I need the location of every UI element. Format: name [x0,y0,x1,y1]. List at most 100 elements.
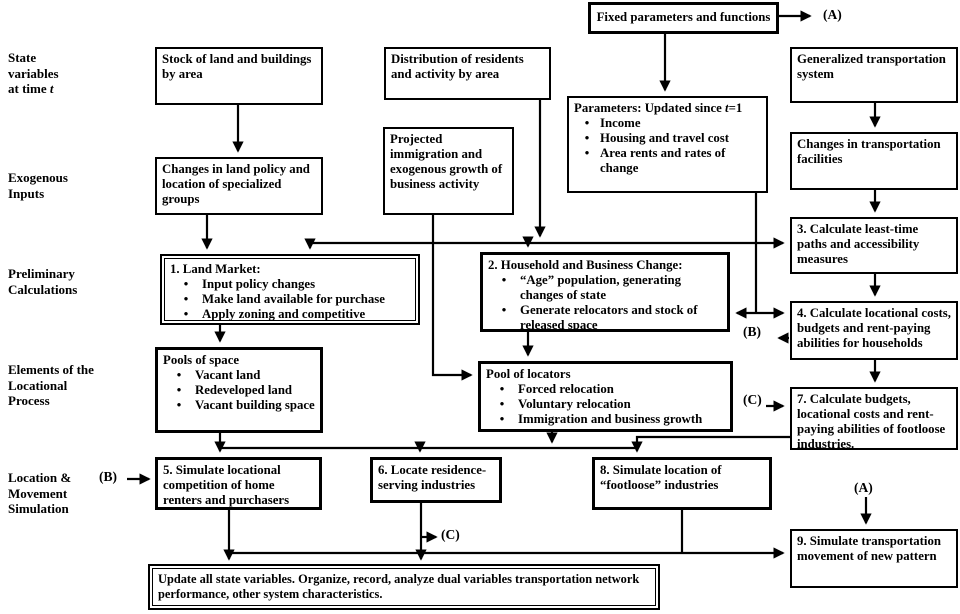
bullet-item: Income [574,116,761,131]
bullet-icon [574,131,600,146]
bullet-icon [163,383,195,398]
box-update-state-variables: Update all state variables. Organize, re… [148,564,660,610]
bullet-text: Vacant land [195,368,261,383]
bullet-text: Area rents and rates of change [600,146,726,176]
bullet-icon [486,382,518,397]
bullet-icon [170,277,202,292]
box-6-locate-residence-serving: 6. Locate residence-serving industries [370,457,502,503]
bullet-text: “Age” population, generating changes of … [520,273,682,303]
row-label-line: Elements of the [8,362,94,377]
bullet-item: Generate relocators and stock of release… [488,303,722,329]
bullet-icon [486,412,518,427]
box-generalized-transportation: Generalized transportation system [790,47,958,103]
row-label-line: Preliminary [8,266,75,281]
row-label-line: Location & [8,470,72,485]
connector-label-b-out: (B) [742,324,762,340]
connector-label-b-in: (B) [98,469,118,485]
bullet-icon [574,116,600,131]
row-label-line: at time t [8,81,54,96]
bullet-text: Apply zoning and competitive exclusion [202,307,366,323]
bullet-item: Vacant building space [163,398,315,413]
row-label-line: State [8,50,37,65]
box-8-simulate-footloose-location: 8. Simulate location of “footloose” indu… [592,457,772,510]
box-title: 1. Land Market: [170,262,261,276]
bullet-item: Input policy changes [170,277,410,292]
box-title: Pools of space [163,353,240,367]
box-9-simulate-transportation-movement: 9. Simulate transportation movement of n… [790,529,958,588]
box-5-simulate-locational-competition: 5. Simulate locational competition of ho… [155,457,322,510]
bullet-icon [170,292,202,307]
row-label-location-movement-simulation: Location & Movement Simulation [8,470,71,517]
row-label-preliminary-calculations: Preliminary Calculations [8,266,77,297]
box-2-household-business-change: 2. Household and Business Change: “Age” … [480,252,730,332]
bullet-item: Forced relocation [486,382,725,397]
box-projected-immigration: Projected immigration and exogenous grow… [383,127,514,215]
bullet-text: Vacant building space [195,398,315,413]
bullet-item: Make land available for purchase [170,292,410,307]
bullet-icon [163,368,195,383]
bullet-text: Voluntary relocation [518,397,631,412]
box-1-land-market: 1. Land Market: Input policy changes Mak… [160,254,420,325]
box-text: 3. Calculate least-time paths and access… [797,222,920,267]
connector-label-c-in: (C) [742,392,763,408]
box-text: Fixed parameters and functions [596,10,771,25]
box-7-footloose-budgets: 7. Calculate budgets, locational costs a… [790,387,958,450]
row-label-exogenous-inputs: Exogenous Inputs [8,170,68,201]
connector-label-c-out: (C) [440,527,461,543]
row-label-line: Calculations [8,281,78,297]
box-text: Generalized transportation system [797,52,946,82]
bullet-item: Immigration and business growth [486,412,725,427]
bullet-item: Redeveloped land [163,383,315,398]
box-4-locational-costs: 4. Calculate locational costs, budgets a… [790,301,958,360]
bullet-item: Housing and travel cost [574,131,761,146]
box-title: 2. Household and Business Change: [488,258,683,272]
row-label-state-variables: State variables at time t [8,50,59,97]
bullet-icon [488,303,520,318]
box-text: Distribution of residents and activity b… [391,52,524,82]
box-text: Projected immigration and exogenous grow… [390,132,503,192]
connector-label-a-in: (A) [853,480,874,496]
bullet-icon [163,398,195,413]
box-pool-of-locators: Pool of locators Forced relocation Volun… [478,361,733,432]
box-changes-land-policy: Changes in land policy and location of s… [155,157,323,215]
bullet-text: Forced relocation [518,382,614,397]
box-text: Stock of land and buildings by area [162,52,312,82]
row-label-line: Process [8,393,50,408]
row-label-line: Exogenous [8,170,68,185]
box-changes-transportation: Changes in transportation facilities [790,132,958,190]
row-label-line: Movement [8,485,68,501]
bullet-text: Input policy changes [202,277,316,292]
box-text: 5. Simulate locational competition of ho… [163,463,290,508]
box-parameters-updated: Parameters: Updated since t=1 Income Hou… [567,96,768,193]
bullet-icon [574,146,600,161]
box-text: Changes in land policy and location of s… [162,162,310,207]
row-label-line: Simulation [8,501,69,516]
box-text: 4. Calculate locational costs, budgets a… [797,306,951,351]
box-3-least-time-paths: 3. Calculate least-time paths and access… [790,217,958,274]
bullet-text: Make land available for purchase [202,292,385,307]
bullet-item: “Age” population, generating changes of … [488,273,722,303]
box-text: 7. Calculate budgets, locational costs a… [797,392,946,450]
connector-label-a-out: (A) [822,7,843,23]
box-text: 6. Locate residence-serving industries [378,463,487,493]
bullet-text: Redeveloped land [195,383,293,398]
box-text: Changes in transportation facilities [797,137,941,167]
bullet-icon [486,397,518,412]
box-title: Pool of locators [486,367,571,381]
row-label-line: Locational [8,377,68,393]
bullet-icon [170,307,202,322]
bullet-item: Voluntary relocation [486,397,725,412]
bullet-item: Vacant land [163,368,315,383]
box-text: Update all state variables. Organize, re… [158,572,640,601]
bullet-item: Area rents and rates of change [574,146,761,176]
box-text: 8. Simulate location of “footloose” indu… [600,463,722,493]
row-label-line: variables [8,65,59,81]
box-pools-of-space: Pools of space Vacant land Redeveloped l… [155,347,323,433]
row-label-line: Inputs [8,185,45,201]
arrow-immigration-to-poollocators [431,215,473,381]
bullet-icon [488,273,520,288]
box-text: 9. Simulate transportation movement of n… [797,534,941,564]
box-fixed-parameters: Fixed parameters and functions [588,2,779,34]
